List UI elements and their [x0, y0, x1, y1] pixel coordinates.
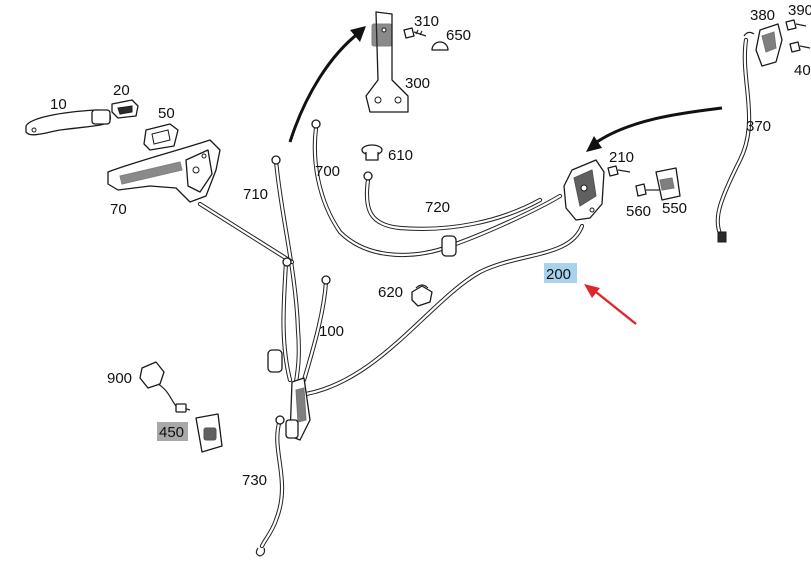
label-610: 610 [388, 147, 413, 164]
part-310-screw [403, 27, 427, 39]
label-50: 50 [158, 105, 175, 122]
cable-710 [273, 157, 301, 385]
part-50-gasket [143, 123, 179, 151]
label-550: 550 [662, 200, 687, 217]
cable-200 [303, 223, 585, 397]
part-450-control-unit [175, 403, 223, 453]
part-650-cap [431, 41, 449, 51]
part-380-latch [755, 23, 783, 67]
cable-end-hook [743, 31, 755, 37]
label-210: 210 [609, 149, 634, 166]
part-70-handle-carrier [107, 139, 221, 203]
cable-720 [364, 177, 543, 231]
label-650: 650 [446, 27, 471, 44]
highlight-450 [157, 422, 188, 441]
cable-100 [281, 259, 329, 383]
part-400-screw [789, 41, 811, 53]
label-100: 100 [319, 323, 344, 340]
cable-end-fitting [363, 171, 373, 181]
label-10: 10 [50, 96, 67, 113]
pointer-arrow-200 [584, 284, 637, 325]
label-300: 300 [405, 75, 430, 92]
label-620: 620 [378, 284, 403, 301]
cable-sleeve [267, 349, 283, 373]
label-700: 700 [315, 163, 340, 180]
part-20-cap [111, 99, 139, 119]
cable-370 [715, 37, 752, 241]
label-900: 900 [107, 370, 132, 387]
cable-730 [259, 417, 285, 549]
part-560-bolt [635, 183, 660, 197]
label-450: 450 [159, 424, 184, 441]
label-20: 20 [113, 82, 130, 99]
part-100-lever-housing [285, 377, 311, 441]
part-300-bracket [365, 11, 409, 113]
rod-70 [197, 201, 295, 265]
label-310: 310 [414, 13, 439, 30]
label-380: 380 [750, 7, 775, 24]
label-200: 200 [546, 266, 571, 283]
label-370: 370 [746, 118, 771, 135]
highlight-200 [544, 263, 577, 283]
cable-end-fitting [282, 257, 292, 267]
part-550-striker [655, 167, 681, 201]
cable-700 [312, 125, 563, 258]
part-610-grommet [361, 144, 383, 161]
part-200-lock-actuator [563, 159, 605, 221]
cable-end-fitting [321, 275, 331, 285]
part-390-screw [785, 19, 807, 31]
cable-end-fitting [311, 119, 321, 129]
label-720: 720 [425, 199, 450, 216]
label-400: 40 [794, 62, 811, 79]
cable-end-fitting [275, 415, 285, 425]
label-560: 560 [626, 203, 651, 220]
cable-sleeve [441, 235, 457, 257]
label-390: 390 [788, 2, 811, 19]
guide-arrow-up [288, 26, 366, 143]
cable-end-hook [255, 547, 266, 557]
part-10-outer-handle [25, 109, 112, 136]
part-210-screw [607, 165, 631, 177]
label-710: 710 [243, 186, 268, 203]
cable-end-fitting [717, 231, 727, 243]
label-70: 70 [110, 201, 127, 218]
cable-end-fitting [271, 155, 281, 165]
part-620-clip [411, 284, 433, 307]
label-730: 730 [242, 472, 267, 489]
guide-arrow-left [586, 106, 723, 152]
part-900-connector [139, 361, 177, 407]
